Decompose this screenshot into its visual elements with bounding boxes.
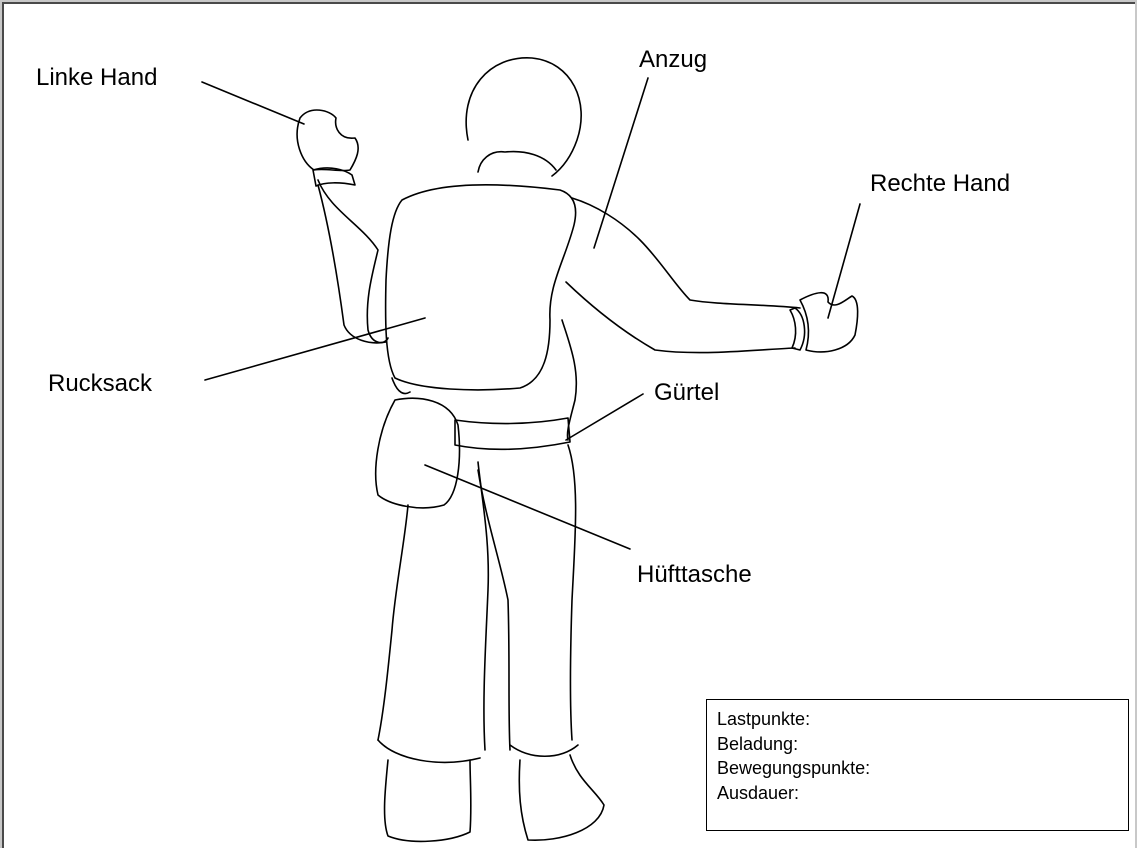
label-belt: Gürtel	[654, 381, 719, 405]
right-leg-outer	[568, 445, 576, 740]
left-arm-outer	[318, 185, 386, 343]
left-leg-outer	[378, 505, 408, 740]
label-backpack: Rucksack	[48, 372, 152, 396]
label-right-hand: Rechte Hand	[870, 172, 1010, 196]
right-cuff	[790, 308, 805, 350]
leader-belt	[566, 394, 643, 440]
right-knee-fold	[510, 745, 578, 756]
belt	[455, 418, 570, 449]
left-boot	[385, 760, 471, 841]
label-suit: Anzug	[639, 48, 707, 72]
stats-box: Lastpunkte: Beladung: Bewegungspunkte: A…	[706, 699, 1129, 831]
label-left-hand: Linke Hand	[36, 66, 157, 90]
left-leg-inner	[478, 462, 488, 750]
neck	[478, 152, 556, 172]
hip-bag	[376, 398, 460, 508]
leader-left-hand	[202, 82, 304, 124]
right-leg-inner	[478, 470, 510, 750]
stat-movement-points: Bewegungspunkte:	[717, 756, 1118, 781]
stat-loading: Beladung:	[717, 732, 1118, 757]
right-hand	[800, 293, 858, 352]
torso-mid	[562, 320, 576, 440]
left-hand	[297, 110, 358, 171]
stat-load-points: Lastpunkte:	[717, 707, 1118, 732]
stat-endurance: Ausdauer:	[717, 781, 1118, 806]
backpack-outline	[386, 185, 576, 390]
left-knee-fold	[378, 740, 480, 762]
right-arm-lower	[566, 282, 795, 353]
leader-hip-bag	[425, 465, 630, 549]
right-boot	[519, 755, 604, 840]
helmet	[466, 58, 581, 176]
torso-right	[572, 198, 800, 308]
left-arm	[318, 180, 388, 343]
label-hip-bag: Hüfttasche	[637, 563, 752, 587]
